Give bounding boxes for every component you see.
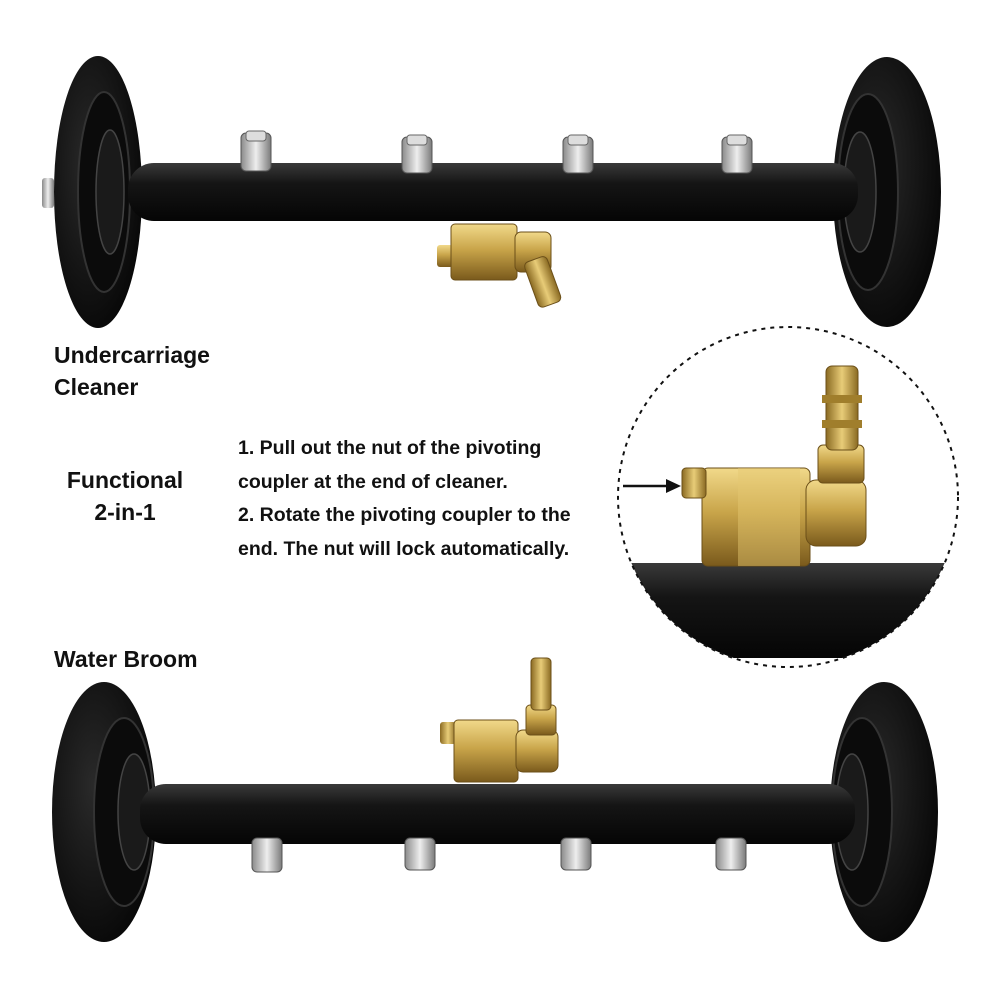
nozzle-icon [562, 134, 594, 174]
water-broom-image [52, 657, 938, 942]
instruction-line: 2. Rotate the pivoting coupler to the [238, 504, 571, 526]
coupler-detail-zoom [617, 326, 959, 668]
left-wheel-icon [52, 682, 156, 942]
water-broom-label: Water Broom [54, 646, 198, 672]
arrow-right-icon [623, 479, 681, 493]
undercarriage-cleaner-label: Undercarriage Cleaner [54, 339, 210, 403]
instructions-text: 1. Pull out the nut of the pivoting coup… [238, 432, 618, 566]
right-wheel-icon [830, 682, 938, 942]
instruction-line: end. The nut will lock automatically. [238, 537, 570, 560]
nozzle-icon [251, 837, 283, 873]
functional-label: Functional 2-in-1 [54, 464, 196, 528]
spray-bar [128, 163, 858, 221]
nozzle-icon [401, 134, 433, 174]
undercarriage-label-line2: Cleaner [54, 374, 139, 400]
undercarriage-label-line1: Undercarriage [54, 342, 210, 368]
nozzle-icon [404, 837, 436, 871]
left-wheel-icon [42, 56, 142, 328]
undercarriage-cleaner-image [42, 56, 941, 328]
instruction-line: coupler at the end of cleaner. [238, 470, 508, 493]
spray-bar [140, 784, 855, 844]
instruction-line: 1. Pull out the nut of the pivoting [238, 437, 542, 459]
nozzle-icon [721, 134, 753, 174]
functional-label-line2: 2-in-1 [94, 499, 156, 525]
pivoting-coupler-icon [437, 223, 562, 308]
nozzle-icon [560, 837, 592, 871]
pivoting-coupler-icon [440, 657, 559, 783]
nozzle-icon [715, 837, 747, 871]
nozzle-icon [240, 130, 272, 172]
right-wheel-icon [833, 57, 941, 327]
functional-label-line1: Functional [66, 467, 184, 493]
